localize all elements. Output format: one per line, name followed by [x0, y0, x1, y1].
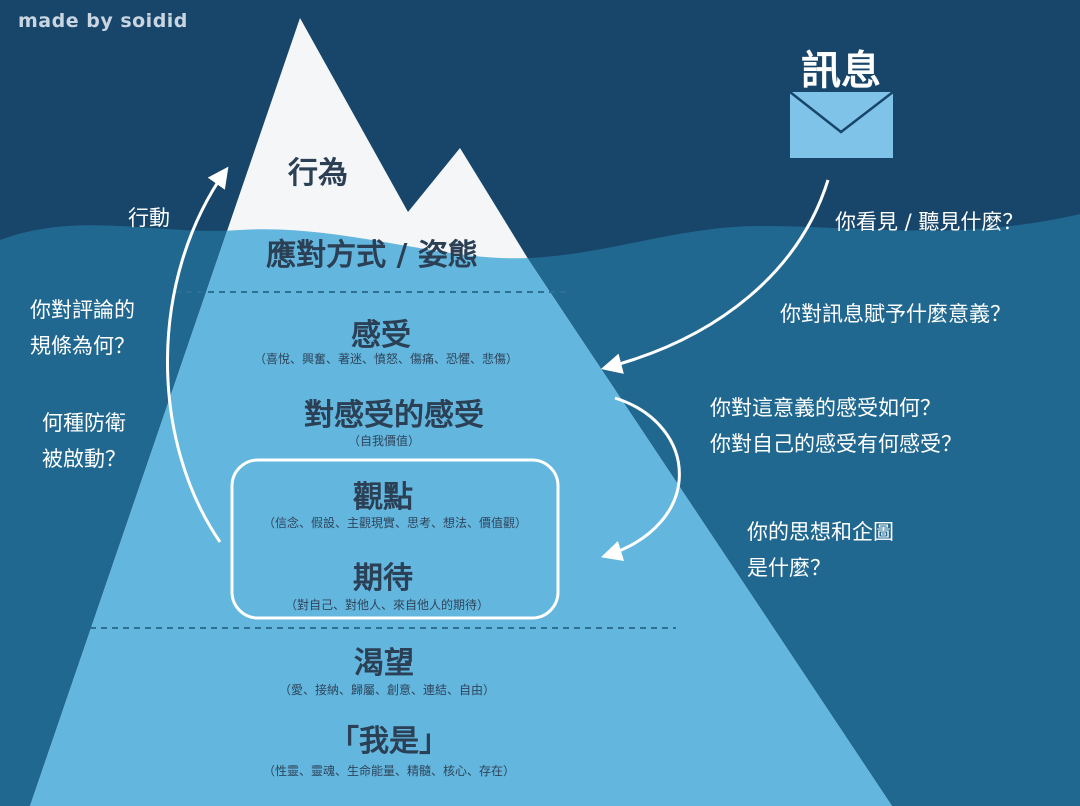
- feel-meaning-line: 你對自己的感受有何感受？: [710, 432, 962, 456]
- thoughts-line: 你的思想和企圖: [747, 520, 894, 544]
- yearnings-title: 渴望: [354, 646, 414, 681]
- perceptions-sub: （信念、假設、主觀現實、思考、想法、價值觀）: [262, 516, 528, 530]
- defense-question-line: 被啟動？: [42, 447, 126, 471]
- self-title: 「我是」: [329, 724, 449, 759]
- expectations-sub: （對自己、對他人、來自他人的期待）: [284, 598, 490, 612]
- self-sub: （性靈、靈魂、生命能量、精髓、核心、存在）: [262, 764, 516, 778]
- envelope-icon: [789, 91, 894, 158]
- arrow-action-up: [166, 166, 229, 543]
- arrow-message-to-feelings: [600, 179, 830, 374]
- yearnings-sub: （愛、接納、歸屬、創意、連結、自由）: [278, 683, 496, 697]
- rules-question-line: 規條為何？: [30, 334, 135, 358]
- feelings-title: 感受: [351, 318, 411, 353]
- meaning-question: 你對訊息賦予什麼意義？: [780, 302, 1011, 326]
- expectations-title: 期待: [353, 561, 413, 596]
- feel-meaning-line: 你對這意義的感受如何？: [710, 396, 941, 420]
- thoughts-question: 你的思想和企圖 是什麼？: [747, 514, 894, 586]
- defense-question-line: 何種防衛: [42, 411, 126, 435]
- arrow-feelings-to-expectations: [600, 396, 681, 562]
- see-hear-question: 你看見 / 聽見什麼？: [835, 210, 1024, 234]
- coping-label: 應對方式 / 姿態: [266, 238, 478, 273]
- perceptions-expectations-box: [230, 458, 560, 620]
- feelings-about-feelings-title: 對感受的感受: [304, 398, 484, 433]
- feel-meaning-question: 你對這意義的感受如何？ 你對自己的感受有何感受？: [710, 390, 962, 462]
- feelings-sub: （喜悅、興奮、著迷、憤怒、傷痛、恐懼、悲傷）: [253, 352, 519, 366]
- thoughts-line: 是什麼？: [747, 556, 831, 580]
- perceptions-title: 觀點: [353, 480, 413, 515]
- defense-question: 何種防衛 被啟動？: [42, 405, 126, 477]
- rules-question-line: 你對評論的: [30, 298, 135, 322]
- feelings-about-feelings-sub: （自我價值）: [347, 434, 421, 448]
- rules-question: 你對評論的 規條為何？: [30, 292, 135, 364]
- action-label: 行動: [128, 206, 170, 230]
- behavior-label: 行為: [288, 156, 348, 191]
- watermark: made by soidid: [18, 10, 188, 32]
- message-title: 訊息: [801, 48, 881, 94]
